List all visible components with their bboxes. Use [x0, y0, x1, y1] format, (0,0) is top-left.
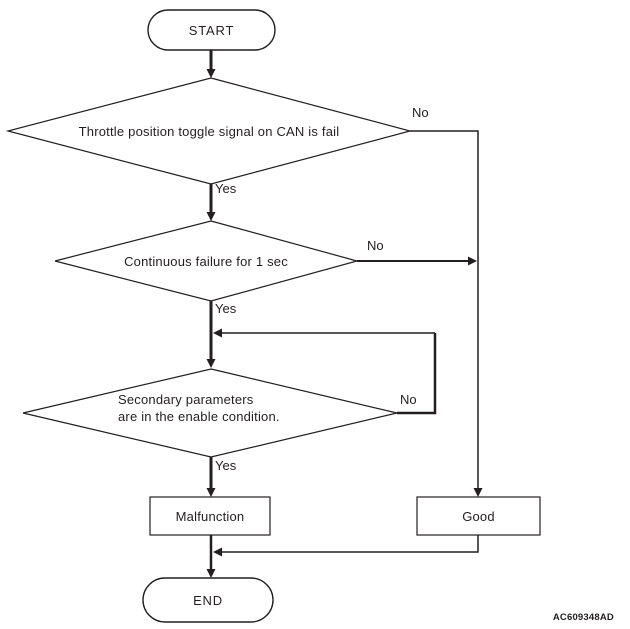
decision3-label: Secondary parameters are in the enable c…: [118, 392, 280, 425]
decision1-yes-label: Yes: [215, 181, 237, 196]
arrowhead-into-decision3: [206, 359, 216, 368]
decision1-no-label: No: [412, 105, 429, 120]
decision3-no-label: No: [400, 392, 417, 407]
arrowhead-into-decision1: [206, 69, 216, 78]
arrowhead-loopback-merge: [213, 328, 222, 338]
end-node-label: END: [193, 592, 223, 608]
connector-decision1-no: [410, 130, 479, 489]
decision2-label: Continuous failure for 1 sec: [124, 253, 288, 269]
decision3-label-line2: are in the enable condition.: [118, 408, 280, 424]
arrowhead-into-good: [473, 488, 483, 497]
decision1-label: Throttle position toggle signal on CAN i…: [78, 123, 340, 139]
good-node-label: Good: [462, 508, 495, 524]
arrowhead-into-end: [206, 569, 216, 578]
connector-good-merge: [222, 535, 479, 553]
arrowhead-into-decision2: [206, 212, 216, 221]
start-node-label: START: [188, 22, 235, 38]
end-node-shape: [142, 577, 274, 623]
arrowhead-good-merge: [213, 547, 222, 557]
figure-code-label: AC609348AD: [552, 612, 614, 623]
decision3-yes-label: Yes: [215, 458, 237, 473]
arrowhead-into-malfunction: [206, 488, 216, 497]
malfunction-node-label: Malfunction: [175, 508, 245, 524]
decision2-no-label: No: [367, 238, 384, 253]
decision2-yes-label: Yes: [215, 301, 237, 316]
connector-decision3-no-updown: [397, 333, 437, 415]
arrowhead-decision2-no-merge: [468, 256, 477, 266]
decision3-label-line1: Secondary parameters: [118, 392, 254, 407]
